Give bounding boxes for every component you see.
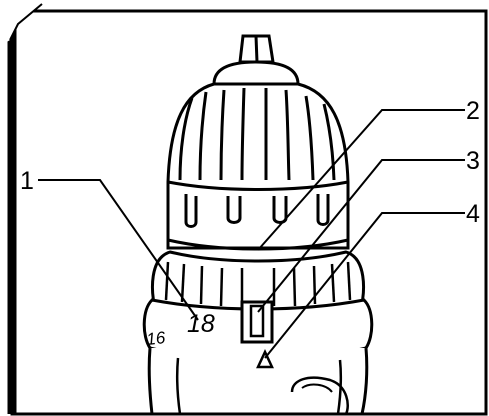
chuck-shaft <box>240 36 273 62</box>
callout-label-1: 1 <box>20 167 34 195</box>
chuck-sleeve <box>168 84 348 249</box>
chuck-nose <box>214 62 298 84</box>
callout-label-4: 4 <box>466 200 480 228</box>
corner-fold <box>0 0 42 46</box>
drill-body <box>149 348 367 414</box>
callout-label-3: 3 <box>466 147 480 175</box>
ring-number-16: 16 <box>145 328 166 349</box>
drill-bit-icon <box>251 306 263 336</box>
ring-number-18: 18 <box>187 310 215 338</box>
callout-label-2: 2 <box>466 97 480 125</box>
